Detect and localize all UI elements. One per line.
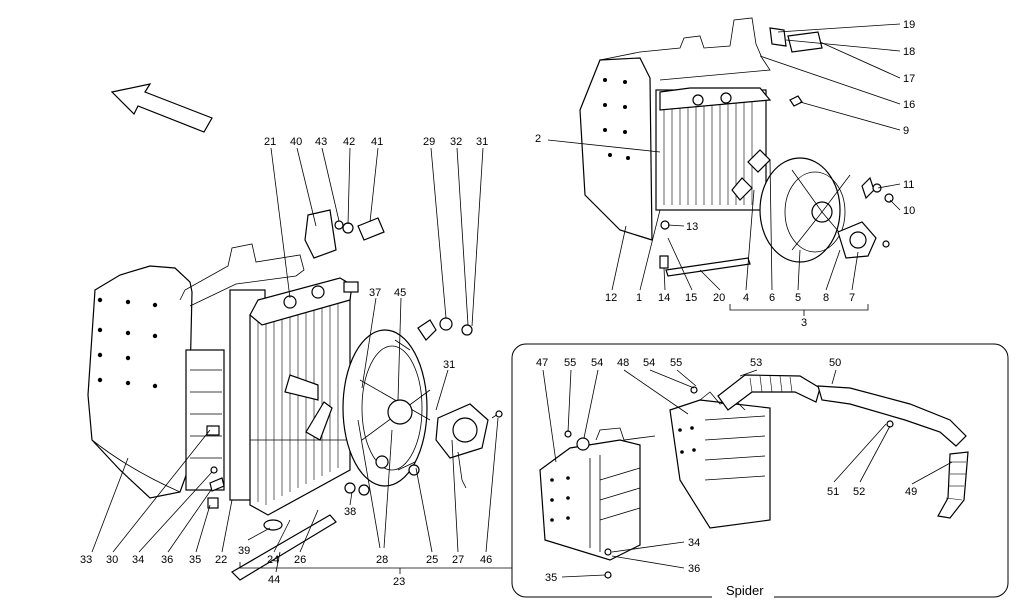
spider-inset	[511, 343, 1009, 600]
callout-45: 45	[394, 287, 406, 299]
callout-33: 33	[80, 554, 92, 566]
callout-4: 4	[743, 292, 749, 304]
callout-8: 8	[823, 292, 829, 304]
callout-27: 27	[452, 554, 464, 566]
callout-13: 13	[686, 221, 698, 233]
callout-21: 21	[264, 136, 276, 148]
callout-15: 15	[685, 292, 697, 304]
callout-3: 3	[801, 317, 807, 329]
callout-22: 22	[215, 554, 227, 566]
callout-labels: 21 40 43 42 41 29 32 31 37 45 31 33 30 3…	[80, 19, 917, 598]
callout-36: 36	[161, 554, 173, 566]
callout-34: 34	[132, 554, 144, 566]
callout-53: 53	[750, 357, 762, 369]
callout-42: 42	[343, 136, 355, 148]
callout-11: 11	[903, 179, 914, 191]
callout-29: 29	[423, 136, 435, 148]
callout-54: 54	[591, 357, 603, 369]
callout-48: 48	[617, 357, 629, 369]
callout-51: 51	[827, 486, 839, 498]
callout-16: 16	[903, 99, 915, 111]
callout-24: 24	[267, 554, 279, 566]
callout-14: 14	[658, 292, 670, 304]
callout-34b: 34	[688, 537, 700, 549]
callout-37: 37	[369, 287, 381, 299]
callout-41: 41	[371, 136, 383, 148]
callout-54b: 54	[643, 357, 655, 369]
direction-arrow	[110, 83, 213, 133]
callout-31b: 31	[443, 359, 455, 371]
callout-30: 30	[106, 554, 118, 566]
callout-25: 25	[426, 554, 438, 566]
callout-18: 18	[903, 46, 915, 58]
callout-6: 6	[769, 292, 775, 304]
right-radiator-assembly	[579, 17, 894, 277]
callout-43: 43	[315, 136, 327, 148]
callout-47: 47	[536, 357, 548, 369]
callout-35: 35	[189, 554, 201, 566]
callout-35b: 35	[545, 572, 557, 584]
left-radiator-assembly	[87, 209, 503, 581]
callout-50: 50	[829, 357, 841, 369]
callout-36b: 36	[688, 563, 700, 575]
callout-17: 17	[903, 73, 915, 85]
callout-55b: 55	[670, 357, 682, 369]
callout-20: 20	[713, 292, 725, 304]
callout-1: 1	[636, 292, 642, 304]
callout-49: 49	[905, 486, 917, 498]
callout-38: 38	[344, 506, 356, 518]
callout-5: 5	[795, 292, 801, 304]
callout-55: 55	[564, 357, 576, 369]
callout-7: 7	[849, 292, 855, 304]
callout-39: 39	[238, 545, 250, 557]
callout-52: 52	[853, 486, 865, 498]
callout-10: 10	[903, 205, 915, 217]
spider-leaders	[542, 369, 953, 578]
callout-26: 26	[294, 554, 306, 566]
callout-19: 19	[903, 19, 915, 31]
callout-23: 23	[393, 576, 405, 588]
callout-28: 28	[376, 554, 388, 566]
callout-31: 31	[476, 136, 488, 148]
callout-12: 12	[605, 292, 617, 304]
callout-2: 2	[535, 133, 541, 145]
callout-44: 44	[268, 574, 280, 586]
spider-label: Spider	[726, 583, 764, 598]
right-leaders	[547, 23, 901, 316]
callout-40: 40	[290, 136, 302, 148]
callout-46: 46	[480, 554, 492, 566]
callout-32: 32	[450, 136, 462, 148]
callout-9: 9	[903, 125, 909, 137]
